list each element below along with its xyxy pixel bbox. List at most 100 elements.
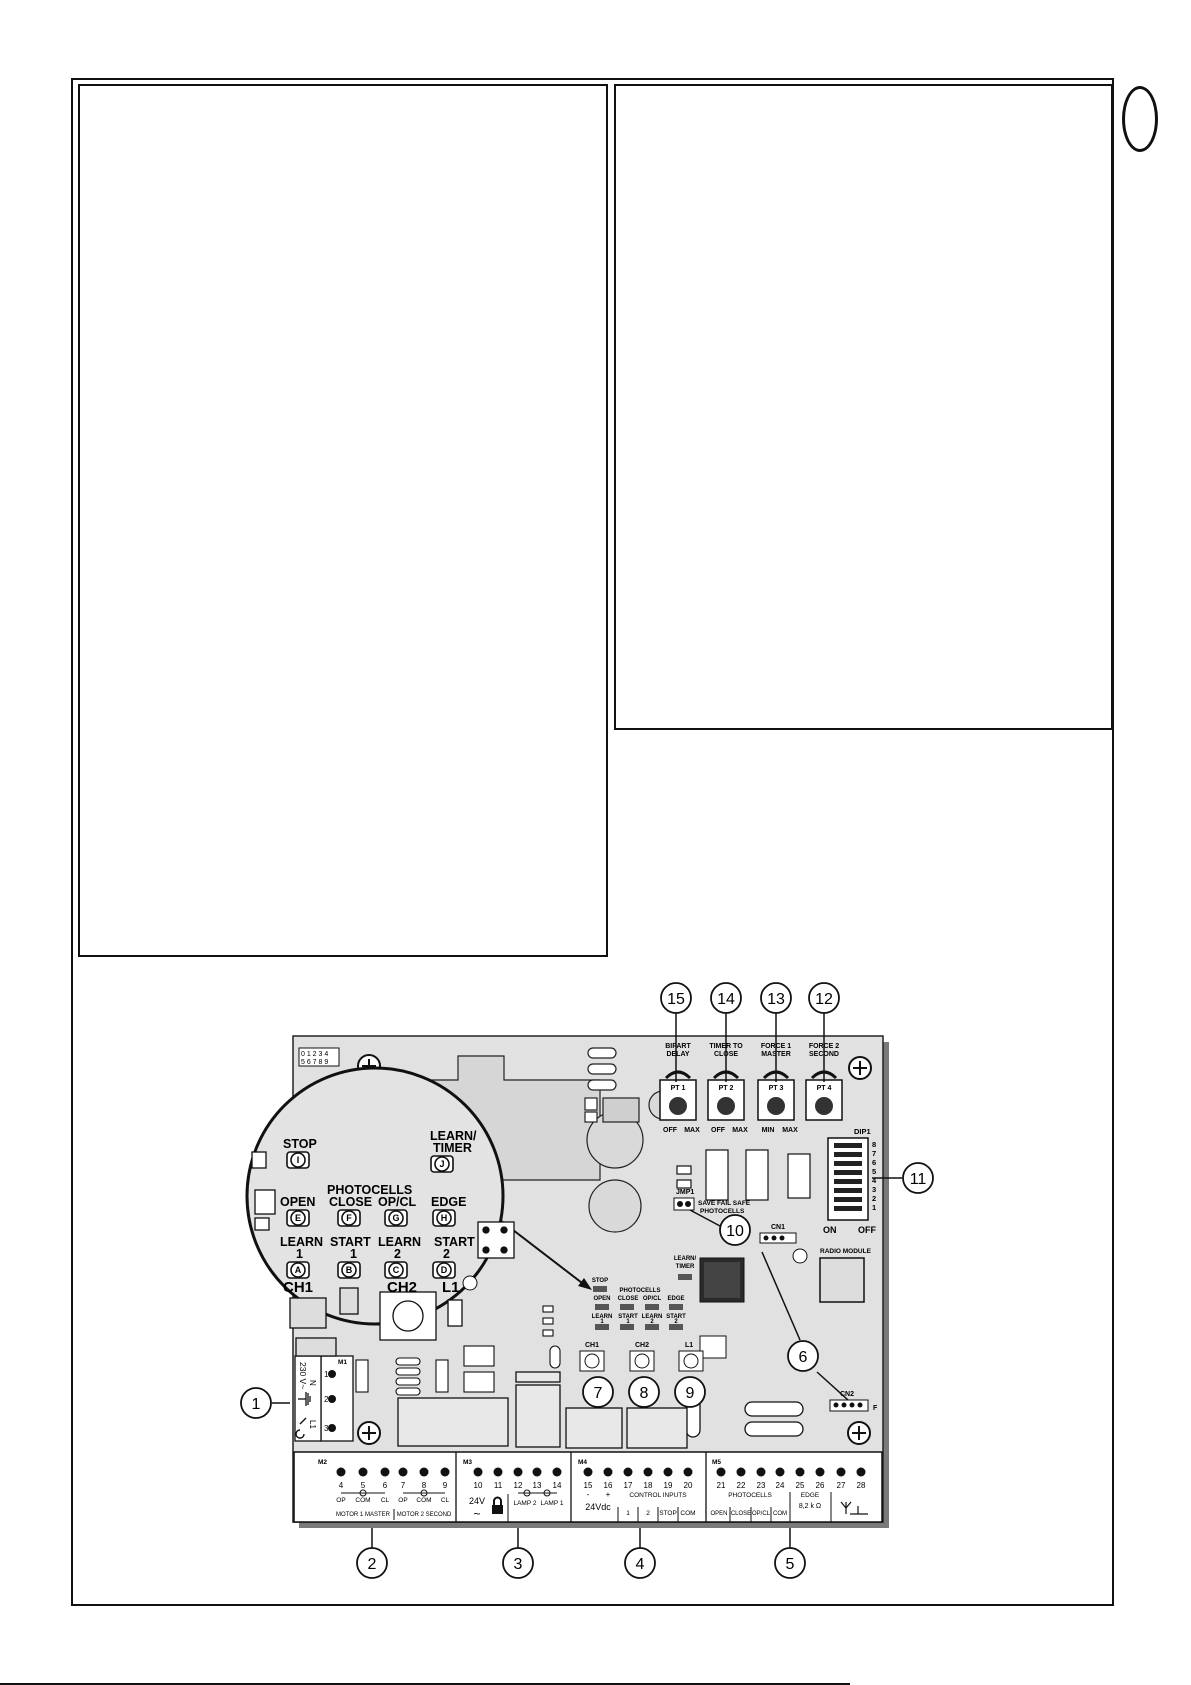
motor-icons (341, 1489, 445, 1497)
jumper-jmp1[interactable] (673, 1197, 695, 1211)
m4-i1: 1 (626, 1510, 630, 1517)
board-button-ch1[interactable] (579, 1350, 605, 1372)
m2-cl2: CL (441, 1497, 450, 1504)
board-button-ch2[interactable] (629, 1350, 655, 1372)
board-led-photocells: PHOTOCELLS (620, 1288, 661, 1294)
m3-ac: ~ (473, 1507, 480, 1521)
key-e: E (295, 1213, 301, 1223)
dip-n3: 3 (872, 1185, 876, 1194)
dip-n1: 1 (872, 1203, 876, 1212)
m2-cl1: CL (381, 1497, 390, 1504)
m2-com1: COM (355, 1497, 370, 1504)
dip-off: OFF (858, 1225, 876, 1235)
t-11: 11 (494, 1481, 503, 1490)
connector-cn1 (759, 1232, 797, 1244)
callout-circles (240, 982, 934, 1579)
pt3-name: PT 3 (769, 1085, 784, 1092)
m3-lamp2: LAMP 2 (513, 1500, 536, 1507)
zoom-ch2: CH2 (387, 1279, 417, 1296)
m4-name: M4 (578, 1459, 587, 1466)
zoom-opcl: OP/CL (378, 1195, 417, 1209)
board-led-start1: START (618, 1314, 638, 1320)
key-d: D (441, 1265, 448, 1275)
zoom-learn2-n: 2 (394, 1247, 401, 1261)
t-19: 19 (664, 1481, 673, 1490)
pt2-max: MAX (732, 1127, 748, 1134)
m2-motor1: MOTOR 1 MASTER (336, 1512, 391, 1518)
dip-n4: 4 (872, 1176, 877, 1185)
jumper-line1: SAVE FAIL SAFE (698, 1200, 751, 1207)
callout-15: 15 (667, 991, 685, 1008)
board-led-learn-timer-2: TIMER (676, 1264, 695, 1270)
text-box-left (78, 84, 608, 957)
board-led-learn1: LEARN (592, 1314, 613, 1320)
t-4: 4 (339, 1481, 344, 1490)
callout-12: 12 (815, 991, 833, 1008)
t-20: 20 (684, 1481, 693, 1490)
m2-com2: COM (416, 1497, 431, 1504)
pot-pt1[interactable] (659, 1070, 697, 1121)
cn2-f: F (873, 1405, 878, 1412)
m4-control-inputs: CONTROL INPUTS (629, 1492, 687, 1499)
dip-n5: 5 (872, 1167, 876, 1176)
pt4-name: PT 4 (817, 1085, 832, 1092)
callout-11: 11 (910, 1171, 927, 1188)
ic-chips (676, 1149, 811, 1201)
m4-i2: 2 (646, 1510, 650, 1517)
cn2-label: CN2 (840, 1391, 854, 1398)
zoom-start1: START (330, 1235, 371, 1249)
m2-motor2: MOTOR 2 SECOND (397, 1512, 452, 1518)
callout-1: 1 (252, 1396, 261, 1413)
pt1-name: PT 1 (671, 1085, 686, 1092)
board-led-close: CLOSE (618, 1296, 639, 1302)
code-row-2: 5 6 7 8 9 (301, 1059, 328, 1066)
board-ch2-label: CH2 (635, 1342, 649, 1349)
key-b: B (346, 1265, 353, 1275)
t-17: 17 (624, 1481, 633, 1490)
m5-opcl: OP/CL (752, 1511, 771, 1517)
callout-4: 4 (636, 1556, 645, 1573)
key-g: G (392, 1213, 399, 1223)
zoom-photocells: PHOTOCELLS (327, 1183, 412, 1197)
power-voltage-label: 230 V~ (298, 1362, 308, 1389)
t-22: 22 (737, 1481, 746, 1490)
pt1-max: MAX (684, 1127, 700, 1134)
zoom-led-keys (286, 1151, 456, 1279)
callout-10: 10 (726, 1223, 744, 1240)
m3-name: M3 (463, 1459, 472, 1466)
ground-icon (298, 1392, 311, 1406)
callout-6: 6 (799, 1349, 808, 1366)
m4-minus: - (587, 1490, 590, 1499)
zoom-magnifier (245, 1066, 505, 1326)
board-l1-label: L1 (685, 1342, 693, 1349)
m2-name: M2 (318, 1459, 327, 1466)
zoom-ch1: CH1 (283, 1279, 313, 1296)
zoom-learn1: LEARN (280, 1235, 323, 1249)
t-5: 5 (361, 1481, 366, 1490)
pt1-label-1: BIPART (665, 1043, 691, 1050)
callout-7: 7 (594, 1385, 603, 1402)
t-24: 24 (776, 1481, 785, 1490)
t-23: 23 (757, 1481, 766, 1490)
zoom-learn2: LEARN (378, 1235, 421, 1249)
dip-switch[interactable] (827, 1137, 869, 1221)
m5-ohm: 8,2 k Ω (799, 1503, 821, 1510)
key-a: A (295, 1265, 302, 1275)
t-14: 14 (553, 1481, 562, 1490)
t-15: 15 (584, 1481, 593, 1490)
radio-module (819, 1257, 865, 1303)
m5-photocells: PHOTOCELLS (728, 1492, 772, 1499)
pot-pt2[interactable] (707, 1070, 745, 1121)
pt2-min: OFF (711, 1127, 726, 1134)
pt3-max: MAX (782, 1127, 798, 1134)
dip-n7: 7 (872, 1149, 876, 1158)
jumper-line2: PHOTOCELLS (700, 1208, 745, 1215)
dip-n2: 2 (872, 1194, 876, 1203)
mounting-screws (357, 1054, 872, 1445)
key-c: C (393, 1265, 400, 1275)
t-6: 6 (383, 1481, 388, 1490)
t-18: 18 (644, 1481, 653, 1490)
bottom-rule (0, 1683, 850, 1685)
pt2-name: PT 2 (719, 1085, 734, 1092)
